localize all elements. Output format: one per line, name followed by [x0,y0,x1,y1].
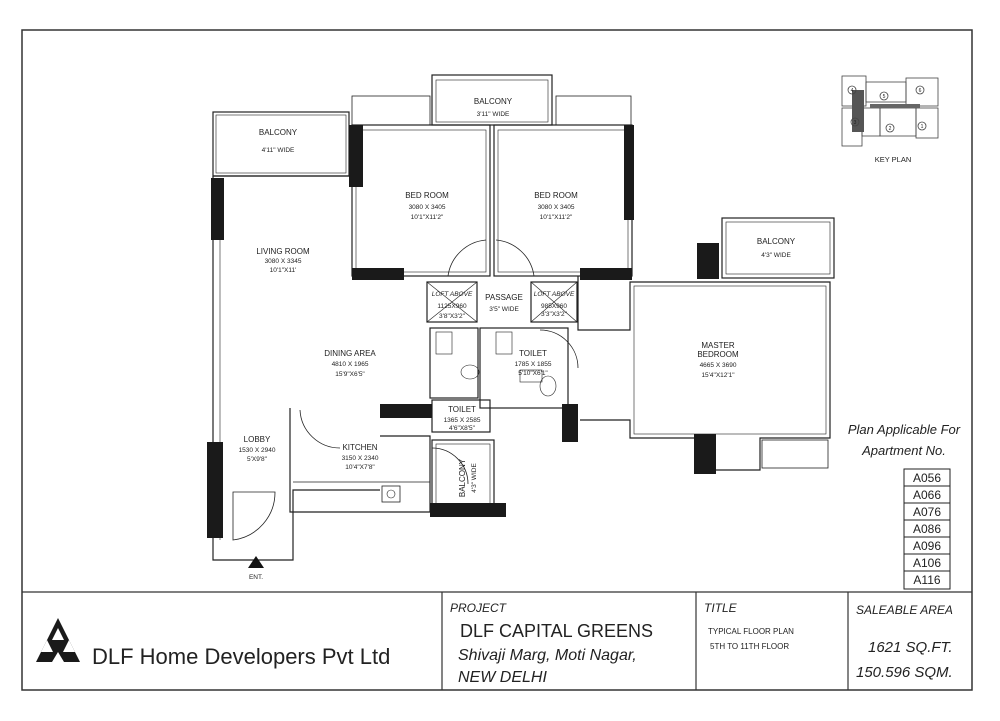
title-label: TITLE [704,601,738,615]
balcony-top-dim: 3'11" WIDE [477,111,510,118]
apartment-item: A106 [913,556,941,570]
toilet-2-dim-metric: 1365 X 2585 [444,417,481,424]
toilet-1-dim-metric: 1785 X 1855 [515,361,552,368]
living-room-dim-metric: 3080 X 3345 [265,258,302,265]
living-room-outline [212,176,380,561]
living-room-name: LIVING ROOM [256,247,310,256]
bedroom-2-outline [493,124,633,277]
toilet-1-name: TOILET [519,349,547,358]
project-name: DLF CAPITAL GREENS [460,621,653,641]
dining-dim-imperial: 15'9"X6'5" [335,371,365,378]
balcony-left-name: BALCONY [259,128,298,137]
area-sqft: 1621 SQ.FT. [868,639,953,656]
project-label: PROJECT [450,601,508,615]
balcony-right-name: BALCONY [757,237,796,246]
bedroom-1-dim-metric: 3080 X 3405 [409,204,446,211]
key-plan-number-4: 4 [851,88,854,94]
balcony-kitchen-name: BALCONY [458,458,467,497]
loft-right-name: LOFT ABOVE [534,291,575,298]
loft-right-dim-imperial: 3'3"X3'2" [541,311,568,318]
title-line-1: TYPICAL FLOOR PLAN [708,627,794,636]
entrance-label: ENT. [249,574,263,581]
balcony-right-outline [721,217,835,279]
key-plan-number-5: 5 [883,94,886,100]
balcony-right-dim: 4'3" WIDE [761,252,791,259]
apartment-item: A086 [913,522,941,536]
dining-name: DINING AREA [324,349,376,358]
project-address-1: Shivaji Marg, Moti Nagar, [458,647,637,664]
passage-dim: 3'5" WIDE [489,306,519,313]
apartment-item: A116 [913,573,940,587]
passage-name: PASSAGE [485,293,523,302]
dining-dim-metric: 4810 X 1965 [332,361,369,368]
apartment-item: A096 [913,539,941,553]
master-dim-imperial: 15'4"X12'1" [701,372,735,379]
kitchen-dim-metric: 3150 X 2340 [342,455,379,462]
floor-plan [212,74,835,561]
bedroom-1-outline [351,124,491,277]
loft-left-dim-imperial: 3'8"X3'2" [439,313,466,320]
apartment-item: A066 [913,488,941,502]
bedroom-2-name: BED ROOM [534,191,578,200]
key-plan-number-3: 3 [854,120,857,126]
toilet-2-outline [429,327,479,399]
title-line-2: 5TH TO 11TH FLOOR [710,642,789,651]
lobby-dim-metric: 1530 X 2940 [239,447,276,454]
loft-left-dim-metric: 1125X960 [437,303,467,310]
balcony-kitchen-dim: 4'3" WIDE [471,463,478,493]
drawing-frame [21,29,973,691]
key-plan-numbers: 1 2 3 4 5 6 [851,88,924,132]
lobby-dim-imperial: 5'X9'8" [247,456,268,463]
apartment-item: A056 [913,471,941,485]
bedroom-1-name: BED ROOM [405,191,449,200]
apartment-table [903,468,951,590]
bedroom-2-dim-imperial: 10'1"X11'2" [540,214,573,221]
loft-left-name: LOFT ABOVE [432,291,473,298]
balcony-top-name: BALCONY [474,97,513,106]
room-labels: BALCONY 4'11" WIDE BALCONY 3'11" WIDE BE… [239,97,796,497]
project-address-2: NEW DELHI [458,669,547,686]
loft-left-box [426,281,478,323]
key-plan-number-1: 1 [921,124,924,130]
apartment-item: A076 [913,505,941,519]
toilet-1-outline [479,327,569,409]
toilet-2-name: TOILET [448,405,476,414]
area-label: SALEABLE AREA [856,603,953,617]
living-room-dim-imperial: 10'1"X11' [270,267,297,274]
kitchen-name: KITCHEN [342,443,377,452]
master-name-1: MASTER [701,341,735,350]
toilet-1-dim-imperial: 5'10"X6'1" [518,370,548,377]
entrance-arrow-icon [248,556,264,568]
balcony-left-outline [212,111,350,177]
apartment-list: A056 A066 A076 A086 A096 A106 A116 [913,471,941,587]
key-plan-number-2: 2 [889,126,892,132]
company-name: DLF Home Developers Pvt Ltd [92,644,390,669]
kitchen-dim-imperial: 10'4"X7'8" [345,464,375,471]
loft-right-dim-metric: 985X960 [541,303,567,310]
title-block-lines [22,591,972,690]
dlf-logo-icon [36,618,80,662]
master-dim-metric: 4665 X 3690 [700,362,737,369]
balcony-top-outline [431,74,553,126]
applicable-line-2: Apartment No. [861,443,946,458]
key-plan-label: KEY PLAN [875,155,912,164]
master-name-2: BEDROOM [697,350,739,359]
loft-right-box [530,281,578,323]
walls [207,125,719,538]
lobby-name: LOBBY [244,435,271,444]
master-bedroom-outline [577,276,831,471]
applicable-line-1: Plan Applicable For [848,422,961,437]
bedroom-2-dim-metric: 3080 X 3405 [538,204,575,211]
balcony-left-dim: 4'11" WIDE [262,147,295,154]
key-plan [841,75,939,147]
key-plan-number-6: 6 [919,88,922,94]
toilet-2-dim-imperial: 4'6"X8'5" [449,425,476,432]
area-sqm: 150.596 SQM. [856,664,953,681]
bedroom-1-dim-imperial: 10'1"X11'2" [411,214,444,221]
